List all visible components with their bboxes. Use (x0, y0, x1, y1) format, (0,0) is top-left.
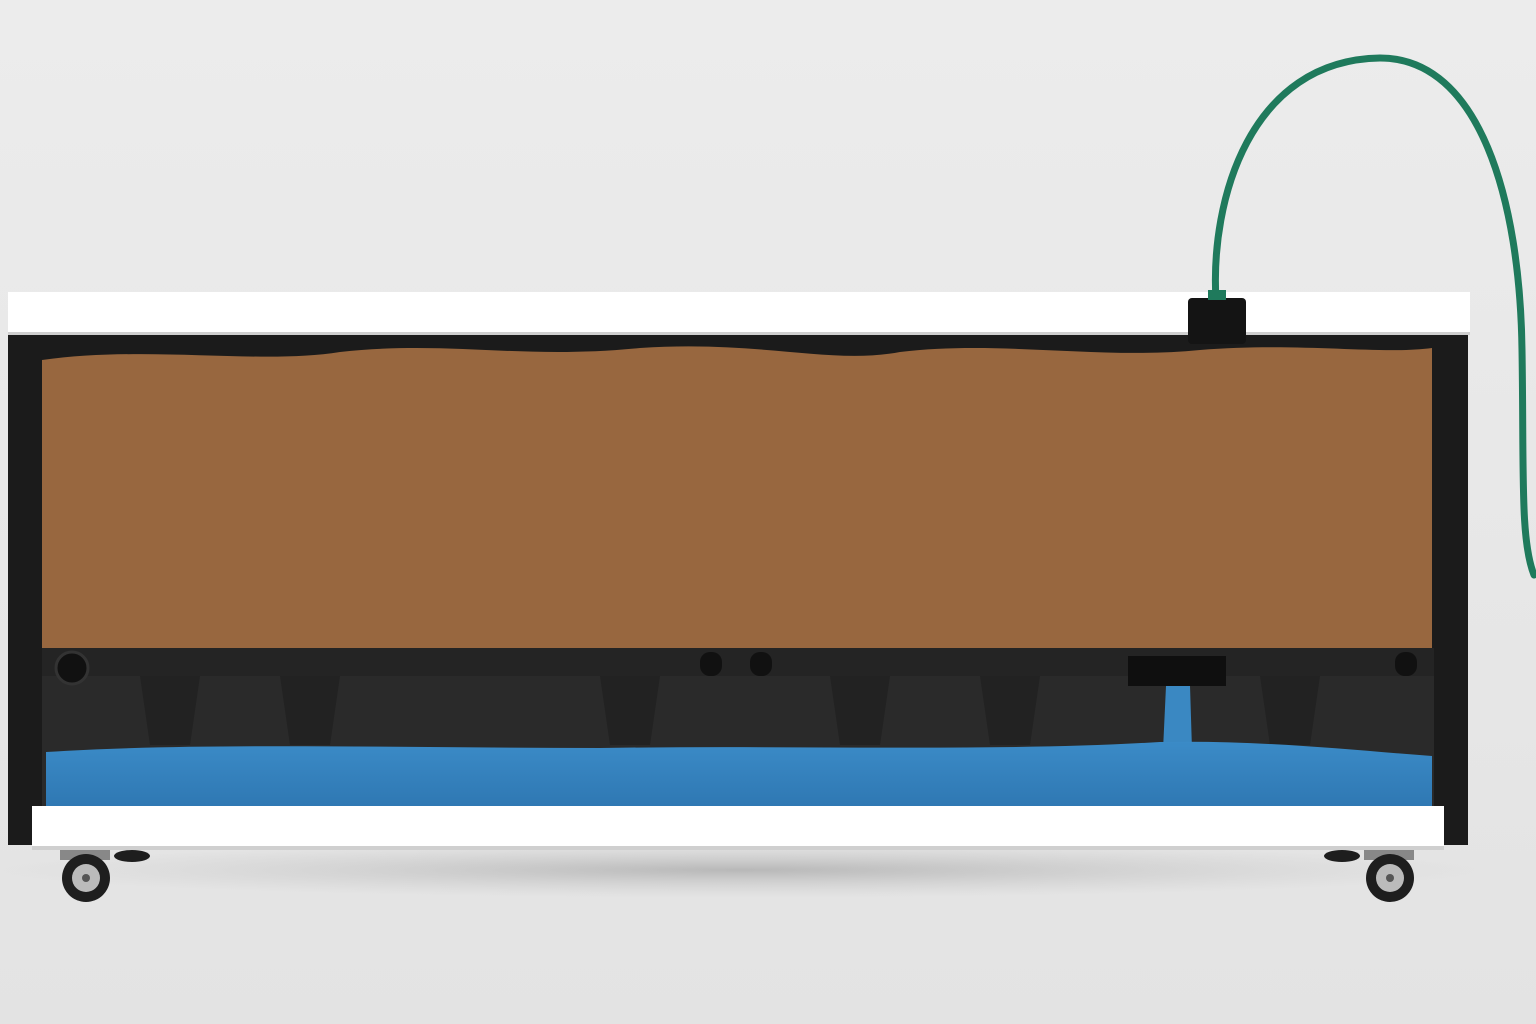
shelf-vents (700, 652, 1417, 676)
reservoir-legs (140, 676, 1320, 745)
top-rim (8, 292, 1470, 334)
caster-right (1324, 850, 1414, 902)
water-stream (1163, 686, 1192, 750)
overflow-valve (54, 650, 90, 686)
caster-left (60, 850, 150, 902)
floor-shadow (0, 842, 1500, 898)
bottom-base (32, 806, 1444, 850)
top-rim-edge (8, 332, 1470, 335)
green-hose (1211, 54, 1536, 579)
water-reservoir (46, 741, 1432, 806)
soil-layer (42, 346, 1432, 648)
bottom-base-edge (32, 846, 1444, 850)
hose-fitting (1188, 298, 1246, 344)
hose-fitting-cap (1208, 290, 1226, 300)
drain-fixture (1128, 656, 1226, 686)
